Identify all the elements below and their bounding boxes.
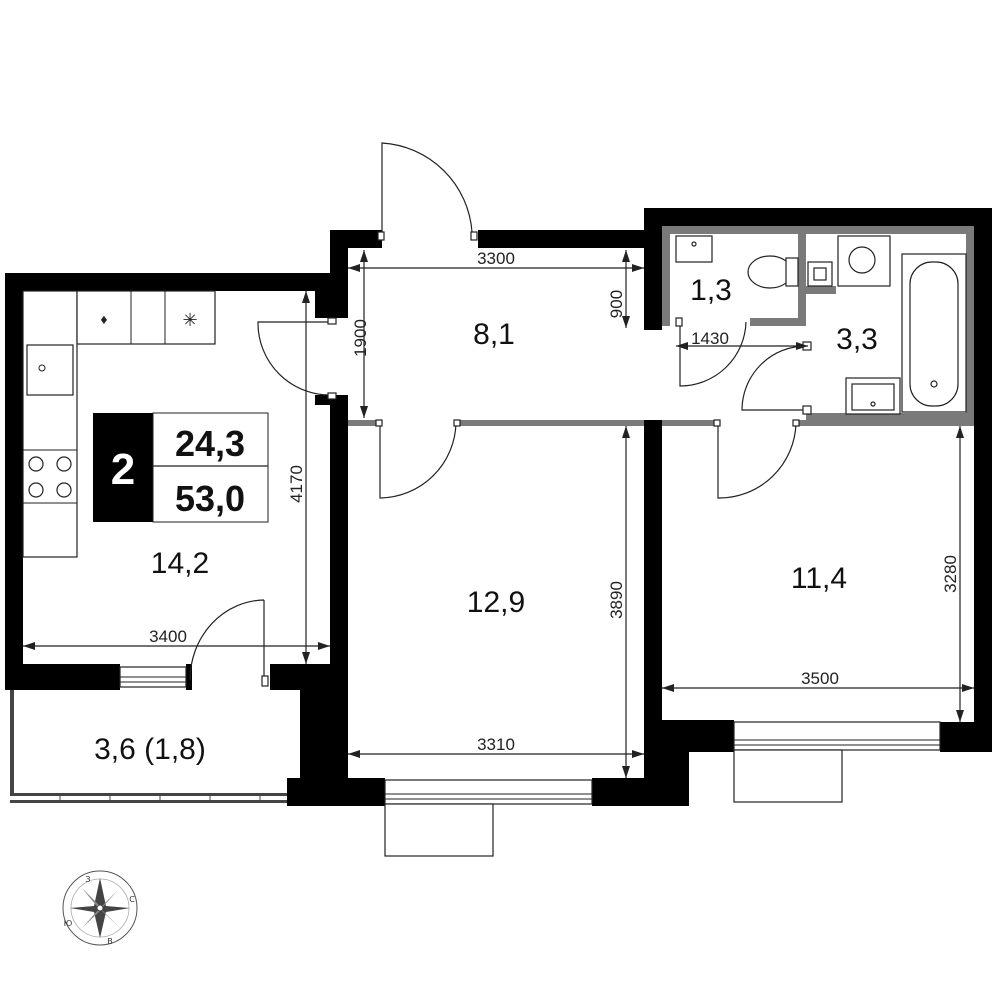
room-area-balcony: 3,6 (1,8) bbox=[94, 733, 206, 766]
dim-kitchen-width: 3400 bbox=[149, 627, 187, 646]
balcony bbox=[10, 690, 290, 803]
fridge-icon: ✳ bbox=[182, 310, 197, 330]
compass-north: З bbox=[85, 875, 90, 884]
windows bbox=[119, 666, 941, 857]
room-area-toilet: 1,3 bbox=[690, 274, 732, 307]
apartment-badge: 2 24,3 53,0 bbox=[93, 412, 269, 523]
dim-bedroom-center-width: 3310 bbox=[477, 735, 515, 754]
bathroom-fixtures bbox=[675, 235, 967, 415]
kitchen-fixtures: ♦ ✳ bbox=[22, 290, 216, 558]
dimension-lines bbox=[23, 250, 974, 778]
dim-kitchen-depth: 4170 bbox=[287, 465, 306, 503]
dim-hall-right: 900 bbox=[607, 290, 626, 318]
partitions bbox=[348, 226, 974, 426]
dim-toilet-width: 1430 bbox=[691, 329, 729, 348]
room-area-hall: 8,1 bbox=[473, 318, 515, 351]
walls bbox=[5, 208, 992, 806]
compass-east: С bbox=[129, 895, 135, 904]
room-area-bedroom-center: 12,9 bbox=[467, 586, 525, 619]
dim-bedroom-right-width: 3500 bbox=[801, 669, 839, 688]
dishwasher-icon: ♦ bbox=[100, 311, 107, 327]
room-area-bedroom-right: 11,4 bbox=[791, 562, 847, 595]
room-area-kitchen: 14,2 bbox=[151, 547, 209, 580]
badge-living-area: 24,3 bbox=[175, 423, 245, 464]
compass-icon: З С В Ю bbox=[62, 870, 138, 946]
compass-south: В bbox=[107, 937, 113, 946]
dim-bedroom-right-depth: 3280 bbox=[941, 555, 960, 593]
dim-bedroom-center-depth: 3890 bbox=[607, 581, 626, 619]
room-area-bathroom: 3,3 bbox=[836, 323, 878, 356]
badge-total-area: 53,0 bbox=[175, 478, 245, 519]
dim-hall-width: 3300 bbox=[477, 249, 515, 268]
badge-rooms-count: 2 bbox=[111, 445, 135, 494]
compass-west: Ю bbox=[64, 919, 73, 928]
dim-hall-depth: 1900 bbox=[351, 319, 370, 357]
